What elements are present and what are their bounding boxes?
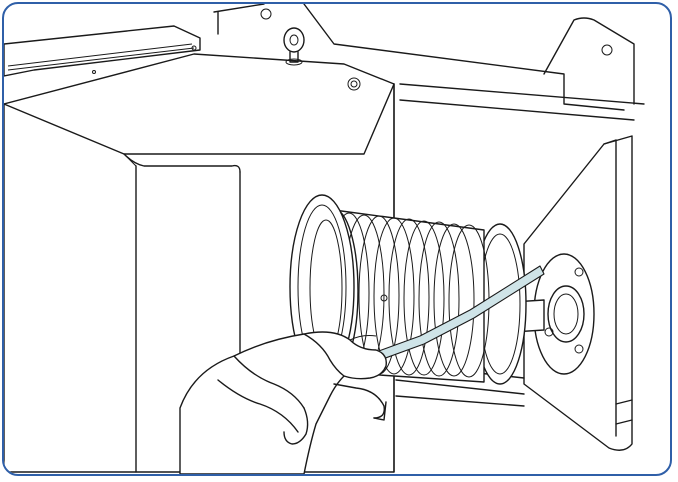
eye-bolt (283, 27, 305, 66)
illustration-frame (2, 2, 672, 476)
gloved-hand (179, 331, 387, 474)
rear-frame (213, 4, 645, 121)
reel-hub (533, 253, 595, 375)
cabinet-lid (4, 25, 201, 77)
cable-reel-illustration (4, 4, 645, 474)
